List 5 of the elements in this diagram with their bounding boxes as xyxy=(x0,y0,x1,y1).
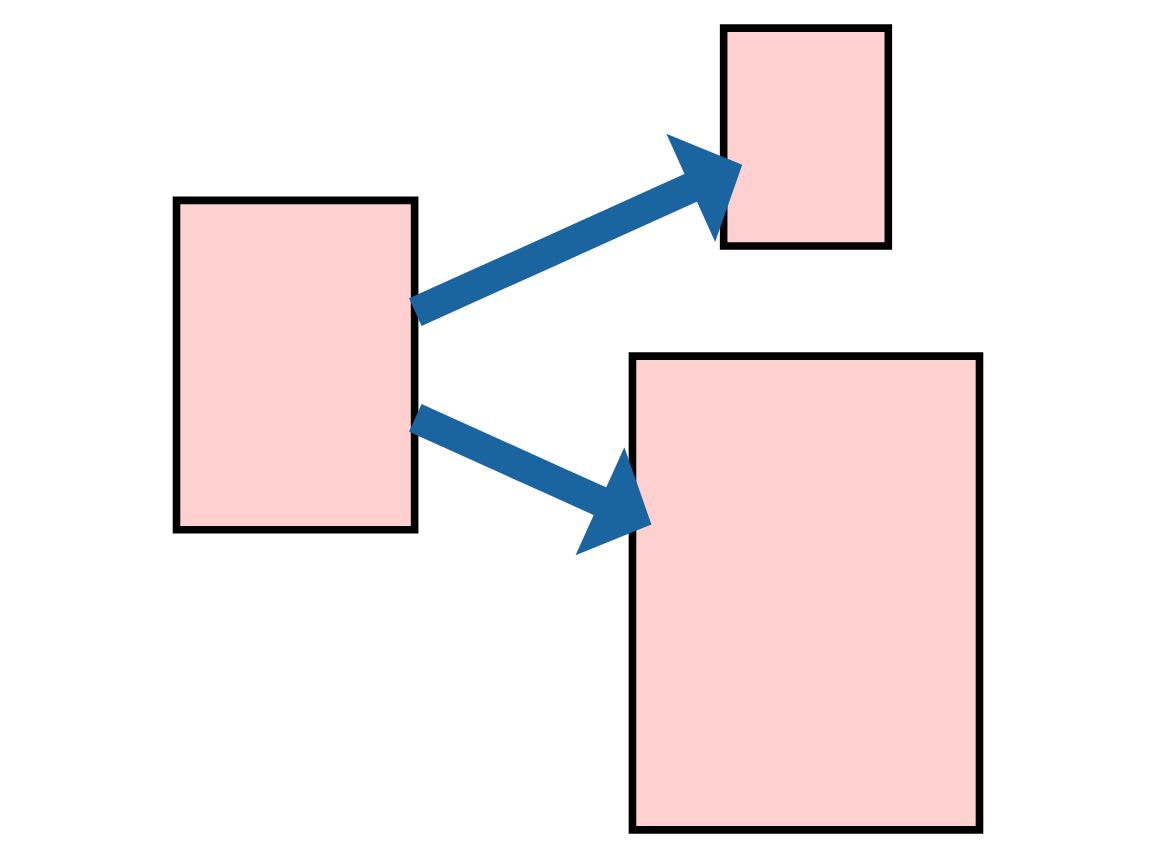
arrow xyxy=(409,403,652,555)
node-box xyxy=(719,23,893,249)
arrow xyxy=(409,132,743,326)
node-box xyxy=(628,351,984,833)
node-box xyxy=(172,195,419,533)
